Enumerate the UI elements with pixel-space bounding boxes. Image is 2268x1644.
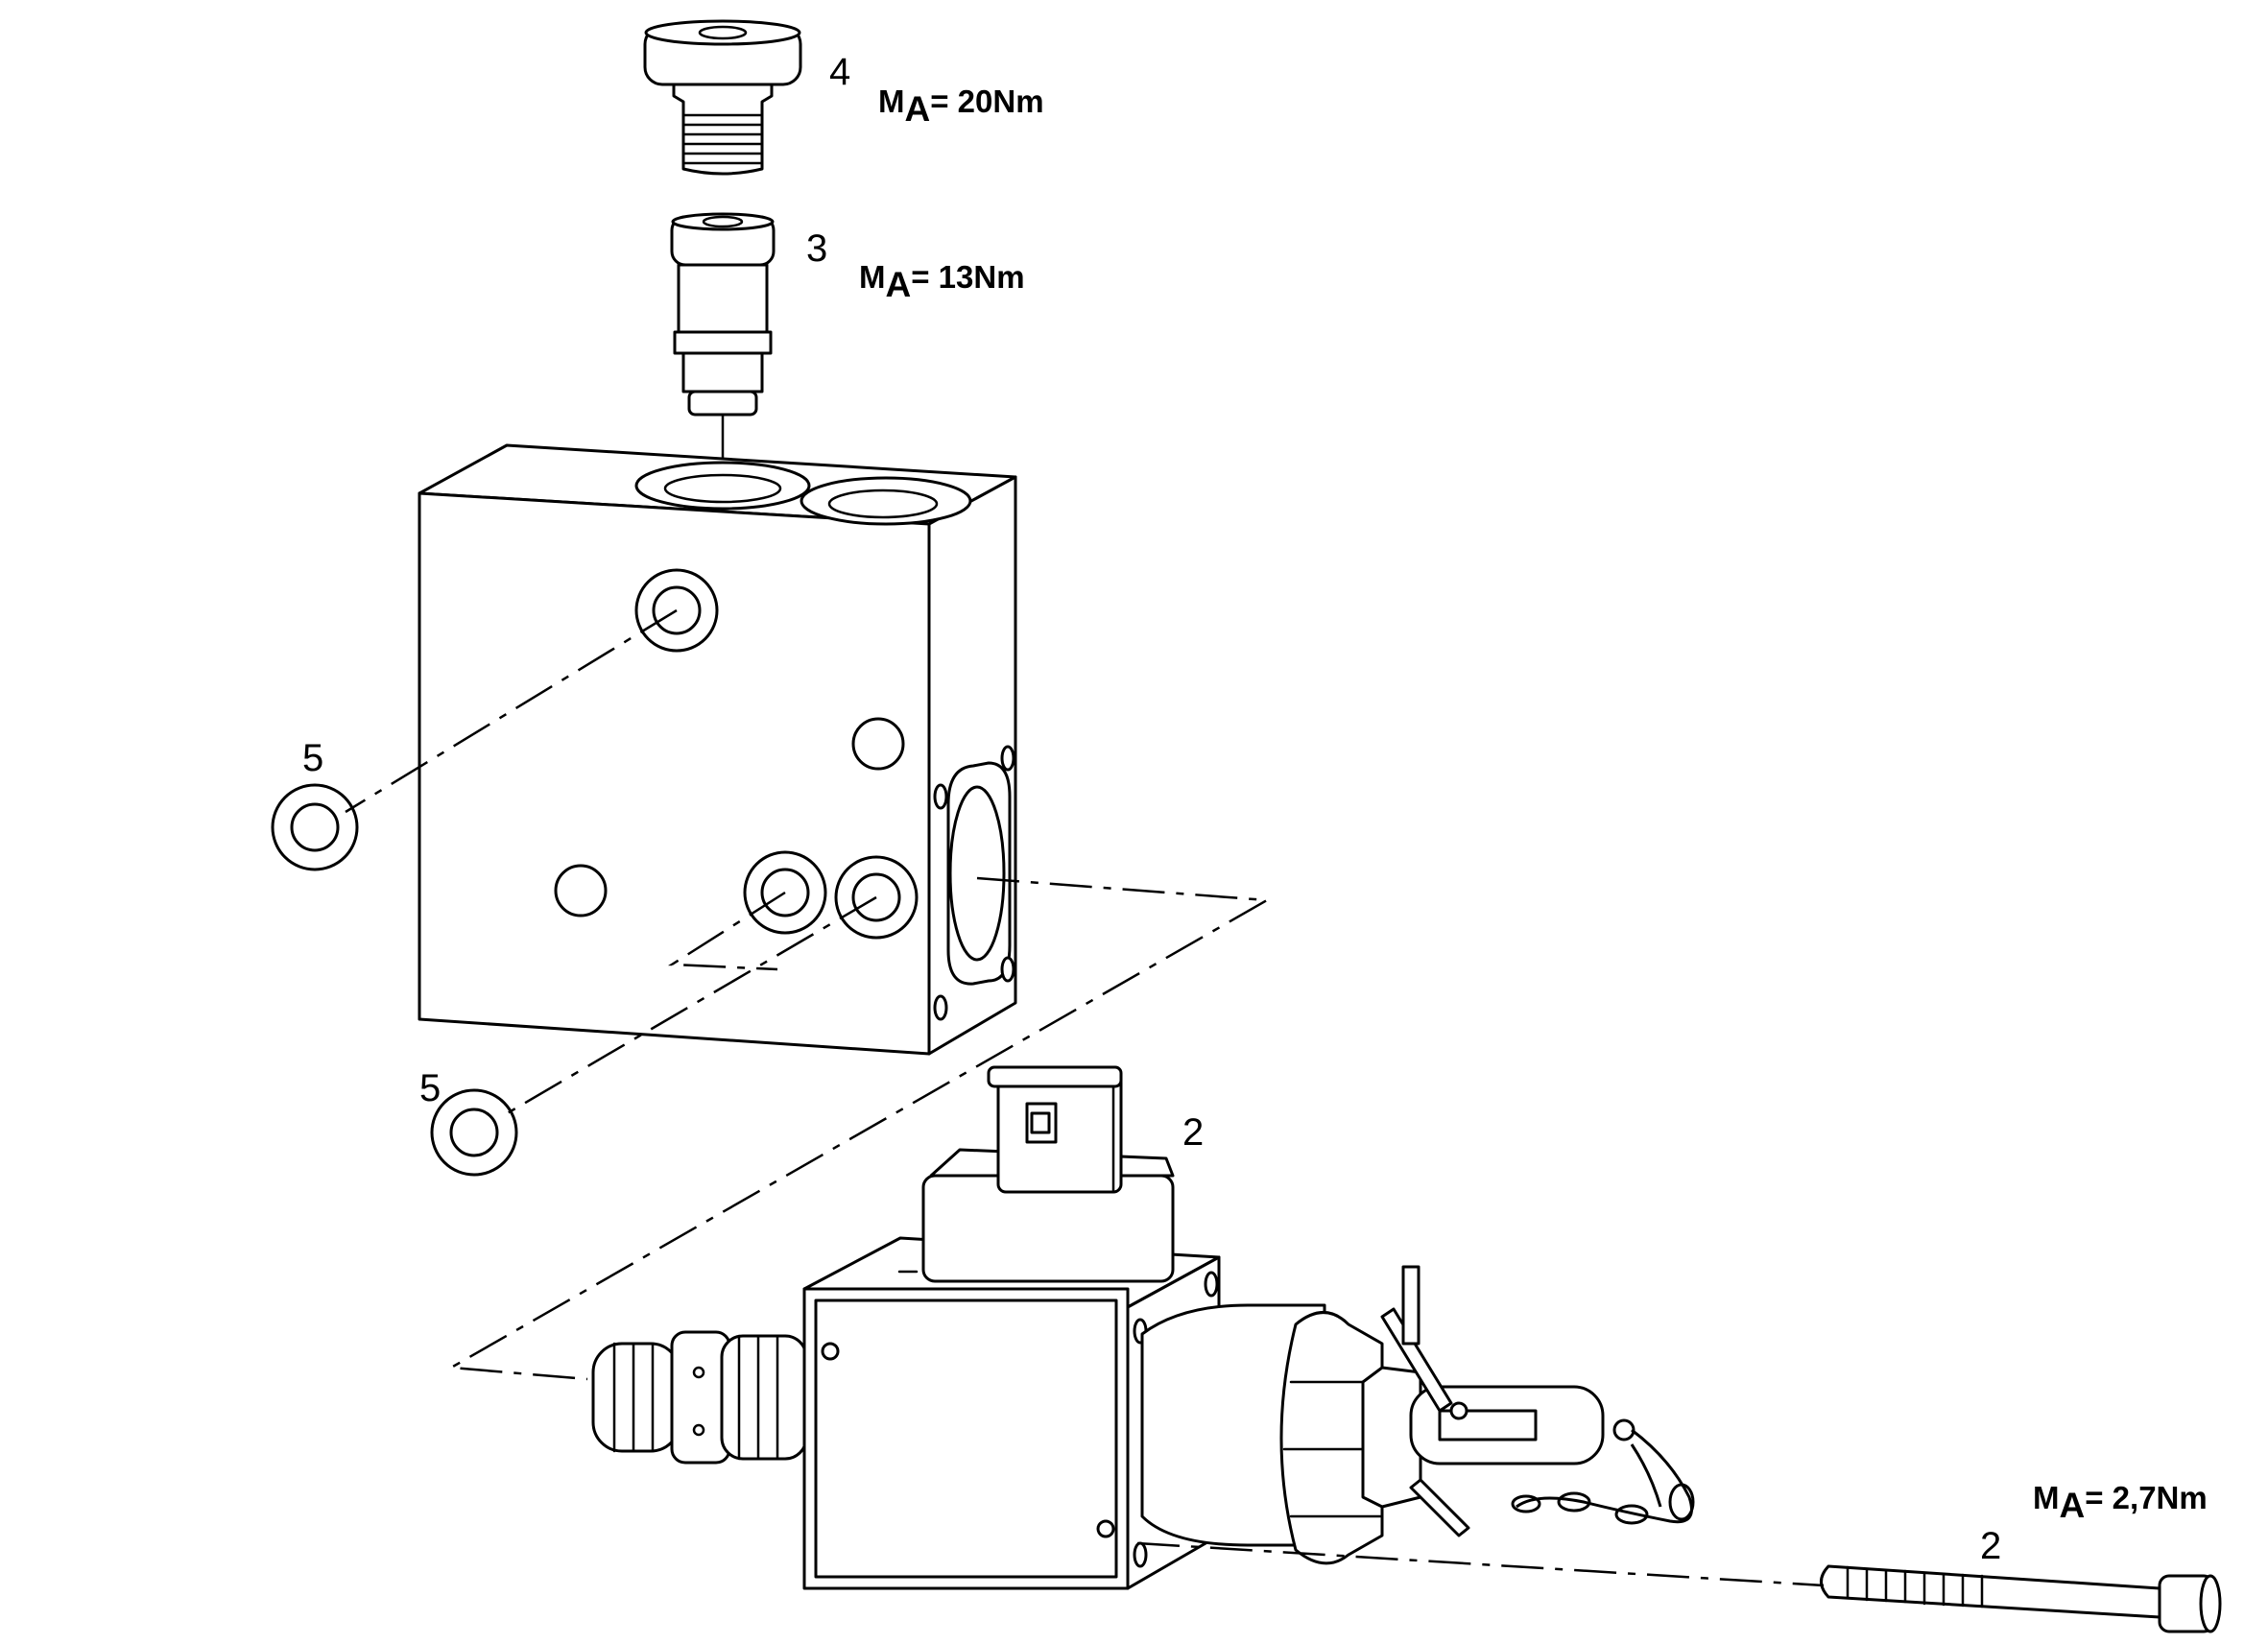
torque-cartridge: MA= 13Nm — [859, 259, 1025, 304]
callout-plug-number: 4 — [829, 51, 850, 93]
callout-screw-number: 2 — [1980, 1525, 2001, 1567]
solenoid-valve-part-2 — [591, 1065, 1695, 1590]
torque-plug: MA= 20Nm — [878, 83, 1044, 129]
o-ring-lower-part-5 — [430, 1088, 518, 1177]
valve-cartridge-part-3 — [670, 212, 776, 501]
callout-oring-lower-number: 5 — [419, 1067, 441, 1109]
callout-solenoid-number: 2 — [1182, 1111, 1204, 1154]
valve-body-block — [418, 443, 1017, 1056]
o-ring-upper-part-5 — [271, 783, 359, 871]
torque-screw: MA= 2,7Nm — [2033, 1480, 2208, 1525]
callout-cartridge-number: 3 — [806, 227, 827, 270]
callout-oring-upper-number: 5 — [302, 737, 323, 779]
assembly-centerlines — [345, 608, 1825, 1587]
callout-labels: 4 MA= 20Nm 3 MA= 13Nm 5 5 2 2 MA= 2,7Nm — [302, 51, 2208, 1567]
socket-head-screw-part-2 — [1820, 1564, 2222, 1633]
screw-plug-part-4 — [643, 19, 802, 176]
